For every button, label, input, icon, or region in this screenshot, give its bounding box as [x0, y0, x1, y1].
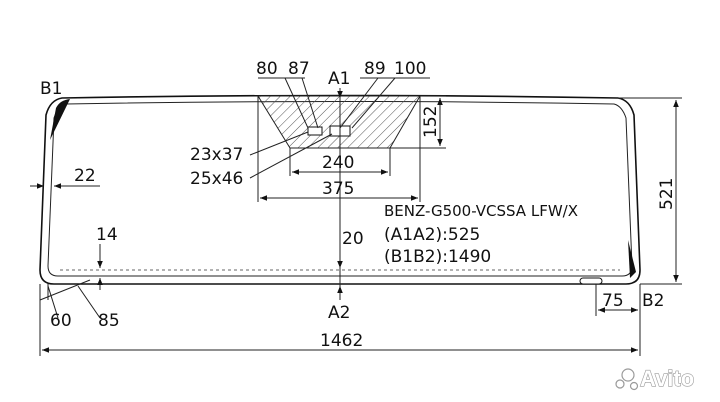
dim-75: 75	[602, 291, 624, 311]
dim-152: 152	[421, 106, 441, 138]
dim-100: 100	[394, 59, 426, 79]
corner-black-b2	[628, 240, 636, 278]
dim-25x46: 25x46	[190, 169, 243, 189]
sensor-hatched-area	[257, 95, 421, 149]
watermark-text: Avito	[640, 366, 694, 391]
model-a1a2: (A1A2):525	[384, 225, 480, 245]
corner-black-b1	[50, 99, 70, 140]
dim-1462: 1462	[320, 331, 363, 351]
dim-20: 20	[342, 229, 364, 249]
label-b1: B1	[40, 79, 62, 99]
dim-85: 85	[98, 311, 120, 331]
label-b2: B2	[642, 291, 664, 311]
dim-22: 22	[74, 166, 96, 186]
sensor-window-small	[307, 126, 323, 136]
dim-240: 240	[322, 153, 354, 173]
dim-521: 521	[657, 178, 677, 210]
dim-375: 375	[322, 179, 354, 199]
dim-80: 80	[256, 59, 278, 79]
dim-14: 14	[96, 225, 118, 245]
dim-23x37: 23x37	[190, 145, 243, 165]
dim-87: 87	[288, 59, 310, 79]
bottom-right-slot	[579, 277, 603, 285]
dim-60: 60	[50, 311, 72, 331]
model-b1b2: (B1B2):1490	[384, 247, 491, 267]
model-code: BENZ-G500-VCSSA LFW/X	[384, 202, 578, 220]
dim-89: 89	[364, 59, 386, 79]
avito-watermark: Avito	[615, 365, 695, 392]
label-a2: A2	[328, 303, 350, 323]
label-a1: A1	[328, 69, 350, 89]
